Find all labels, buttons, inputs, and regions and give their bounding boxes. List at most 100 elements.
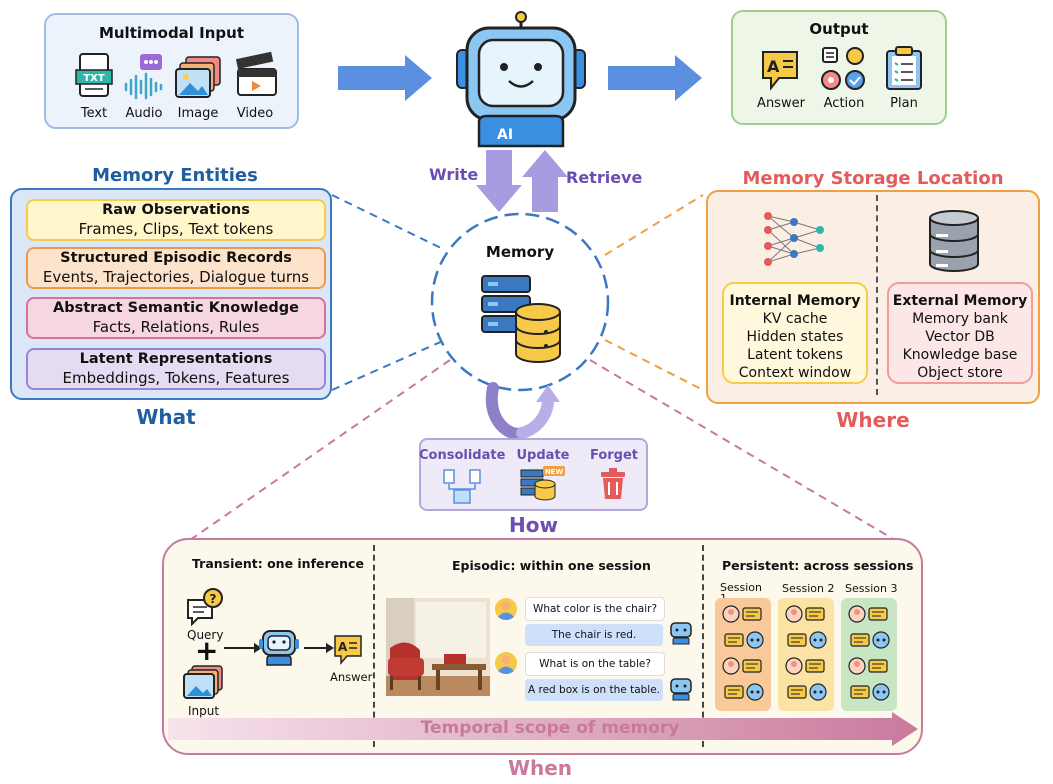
- entity-episodic-records: Structured Episodic Records Events, Traj…: [26, 247, 326, 289]
- input-to-agent-arrow: [338, 55, 432, 101]
- when-divider-1: [373, 545, 375, 747]
- svg-text:A: A: [338, 640, 348, 654]
- internal-memory-box: Internal Memory KV cache Hidden states L…: [722, 282, 868, 384]
- write-label: Write: [429, 165, 479, 184]
- transient-flow: [224, 643, 334, 653]
- plan-clipboard-icon: [886, 46, 922, 90]
- text-file-icon: TXT: [75, 53, 113, 97]
- multimodal-input-panel: Multimodal Input TXT Text Audio Image Vi…: [44, 13, 299, 129]
- answer-icon: A: [762, 51, 798, 91]
- entity-semantic-knowledge: Abstract Semantic Knowledge Facts, Relat…: [26, 297, 326, 339]
- input-label: Input: [188, 704, 220, 718]
- entity-desc: Facts, Relations, Rules: [92, 318, 260, 336]
- external-item: Vector DB: [925, 329, 995, 345]
- when-divider-2: [702, 545, 704, 747]
- output-label-action: Action: [823, 96, 865, 111]
- external-item: Object store: [917, 365, 1003, 381]
- server-stack-icon: [929, 210, 979, 272]
- temporal-arrow-label: Temporal scope of memory: [420, 718, 680, 738]
- op-forget: Forget: [589, 448, 639, 463]
- storage-title: Memory Storage Location: [742, 168, 1004, 189]
- input-label-image: Image: [177, 106, 219, 121]
- answer-small-icon: A: [334, 635, 362, 666]
- output-label-answer: Answer: [757, 96, 805, 111]
- user-avatar-icon: [495, 652, 517, 674]
- transient-title: Transient: one inference: [192, 556, 364, 571]
- neural-network-icon: [764, 212, 824, 266]
- external-memory-title: External Memory: [892, 293, 1028, 309]
- chat-question-1: What color is the chair?: [525, 597, 665, 621]
- temporal-arrow: [168, 712, 918, 746]
- episodic-title: Episodic: within one session: [452, 558, 651, 573]
- entity-desc: Frames, Clips, Text tokens: [78, 220, 274, 238]
- image-icon: [175, 56, 221, 98]
- living-room-photo: [386, 598, 490, 696]
- internal-item: KV cache: [762, 311, 828, 327]
- entity-title: Raw Observations: [102, 202, 250, 218]
- trash-icon: [601, 468, 625, 499]
- ai-robot-icon: AI: [456, 11, 586, 148]
- retrieve-label: Retrieve: [566, 168, 643, 187]
- consolidate-icon: [443, 469, 481, 504]
- op-consolidate: Consolidate: [419, 448, 506, 463]
- output-panel: Output A Answer Action Plan: [731, 10, 947, 125]
- op-update: Update: [516, 448, 570, 463]
- entity-latent-representations: Latent Representations Embeddings, Token…: [26, 348, 326, 390]
- external-memory-box: External Memory Memory bank Vector DB Kn…: [887, 282, 1033, 384]
- session-label-2: Session 2: [782, 582, 835, 595]
- chat-question-2: What is on the table?: [525, 652, 665, 676]
- internal-item: Hidden states: [746, 329, 844, 345]
- persistent-title: Persistent: across sessions: [722, 558, 914, 573]
- input-label-text: Text: [80, 106, 108, 121]
- audio-wave-icon: [124, 54, 163, 100]
- entity-title: Structured Episodic Records: [60, 250, 292, 266]
- storage-divider: [876, 195, 878, 395]
- internal-item: Latent tokens: [747, 347, 843, 363]
- memory-label: Memory: [485, 243, 555, 261]
- video-clapper-icon: [235, 51, 277, 96]
- input-label-video: Video: [236, 106, 274, 121]
- entity-title: Latent Representations: [79, 351, 273, 367]
- where-label: Where: [836, 408, 910, 432]
- svg-text:AI: AI: [497, 127, 513, 143]
- entity-desc: Embeddings, Tokens, Features: [62, 369, 290, 387]
- entity-raw-observations: Raw Observations Frames, Clips, Text tok…: [26, 199, 326, 241]
- output-label-plan: Plan: [890, 96, 918, 111]
- query-bubble-icon: ?: [187, 588, 223, 627]
- write-arrow: [476, 150, 522, 212]
- memory-database-icon: [481, 275, 561, 363]
- entities-title: Memory Entities: [92, 165, 258, 186]
- svg-text:NEW: NEW: [545, 468, 564, 476]
- agent-to-output-arrow: [608, 55, 702, 101]
- when-label: When: [507, 756, 573, 780]
- internal-item: Context window: [738, 365, 852, 381]
- query-label: Query: [187, 628, 224, 642]
- update-database-icon: NEW: [520, 466, 565, 501]
- external-item: Memory bank: [912, 311, 1008, 327]
- chat-answer-1: The chair is red.: [525, 624, 663, 646]
- svg-text:A: A: [767, 57, 780, 76]
- input-image-icon: [183, 665, 223, 699]
- external-item: Knowledge base: [902, 347, 1018, 363]
- how-label: How: [509, 513, 558, 537]
- chat-answer-2: A red box is on the table.: [525, 679, 663, 701]
- input-label-audio: Audio: [125, 106, 163, 121]
- internal-memory-title: Internal Memory: [729, 293, 861, 309]
- svg-text:TXT: TXT: [83, 73, 105, 84]
- robot-reply-icon: [670, 678, 692, 701]
- input-title: Multimodal Input: [98, 24, 245, 42]
- svg-text:?: ?: [210, 592, 217, 606]
- action-icon: [821, 47, 865, 90]
- entity-title: Abstract Semantic Knowledge: [52, 300, 300, 316]
- session-label-3: Session 3: [845, 582, 898, 595]
- entity-desc: Events, Trajectories, Dialogue turns: [42, 268, 310, 286]
- answer-label: Answer: [330, 670, 373, 684]
- robot-reply-icon: [670, 622, 692, 645]
- what-label: What: [136, 405, 196, 429]
- memory-circle: [430, 212, 610, 392]
- robot-small-icon: [259, 630, 299, 666]
- session-chat-icons: [722, 605, 890, 701]
- plus-sign: +: [195, 634, 219, 667]
- output-title: Output: [809, 20, 869, 38]
